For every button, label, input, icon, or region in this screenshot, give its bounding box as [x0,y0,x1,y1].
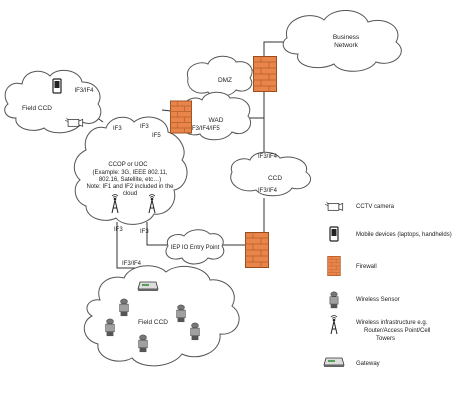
legend-label-0: CCTV camera [356,204,395,210]
ccop-line-3: 802.16, Satellite, etc…) [99,177,161,183]
wad-if-label: IF3/IF4/IF5 [190,126,220,132]
legend-label-4a: Wireless infrastructure e.g. [356,320,428,326]
cloud-ccd: CCD [230,151,312,197]
firewall-icon-wad [170,100,192,134]
cloud-iep: IEP IO Entry Point [165,229,225,265]
legend-label-3: Wireless Sensor [356,297,400,303]
legend-label-1: Mobile devices (laptops, handhelds) [356,232,452,238]
ccd-if-top-label: IF3/IF4 [258,154,278,160]
business-network-label-1: Business [333,34,360,41]
dmz-label: DMZ [218,77,232,84]
ccop-line-4: Note: IF1 and IF2 included in the [86,184,174,190]
cloud-field-ccd-bottom: Field CCD [83,265,240,367]
field-ccd-bottom-label: Field CCD [138,319,168,326]
legend: CCTV camera Mobile devices (laptops, han… [323,201,452,368]
legend-wireless-sensor-icon [329,291,339,309]
ccop-if-bottom2: IF3 [140,229,149,235]
firewall-icon-top [253,56,277,92]
cloud-ccop: CCOP or UOC (Example: 3G, IEEE 802.11, 8… [73,116,188,225]
legend-wireless-infrastructure-icon [330,315,338,335]
wireless-sensor-icon-3 [105,318,115,337]
mobile-device-icon [52,78,62,94]
legend-gateway-icon [323,357,345,368]
cloud-business-network: Business Network [282,10,402,72]
legend-label-4b: Router/Access Point/Cell [364,328,430,334]
wireless-sensor-icon-5 [138,334,148,353]
legend-label-4c: Towers [376,336,395,342]
cloud-field-ccd-top: Field CCD IF3/IF4 [4,69,102,134]
wireless-sensor-icon-2 [176,304,186,323]
ccop-line-1: CCOP or UOC [108,162,148,168]
wad-label: WAD [209,117,224,124]
ccop-if-left: IF3 [113,126,122,132]
ccop-if-right2: IF5 [152,133,161,139]
field-ccd-bottom-if: IF3/IF4 [122,261,142,267]
cloud-wad: WAD [180,91,252,141]
legend-label-2: Firewall [356,264,377,270]
gateway-icon [137,281,159,292]
ccop-line-2: (Example: 3G, IEEE 802.11, [93,170,168,176]
ccd-if-bottom-label: IF3/IF4 [258,188,278,194]
ccop-if-bottom: IF3 [114,227,123,233]
legend-mobile-device-icon [329,226,339,242]
business-network-label-2: Network [334,42,359,49]
wireless-sensor-icon-4 [190,322,200,341]
ccop-line-5: cloud [123,191,137,197]
interface-labels: IF3/IF4/IF5 IF3/IF4 IF3/IF4 IF3 IF3 IF5 … [113,124,278,267]
legend-label-5: Gateway [356,361,380,367]
ccd-label: CCD [268,175,282,182]
iep-label: IEP IO Entry Point [171,245,220,251]
wireless-sensor-icon-1 [119,298,129,317]
cloud-dmz: DMZ [186,55,253,97]
firewall-icon-bottom [245,232,269,268]
legend-firewall-icon [327,256,341,276]
link-business-firewall [263,41,287,60]
field-ccd-top-if: IF3/IF4 [74,88,94,94]
field-ccd-top-label: Field CCD [22,105,52,112]
ccop-if-right: IF3 [140,124,149,130]
link-ccop-iep [146,222,168,246]
legend-cctv-camera-icon [325,201,344,211]
